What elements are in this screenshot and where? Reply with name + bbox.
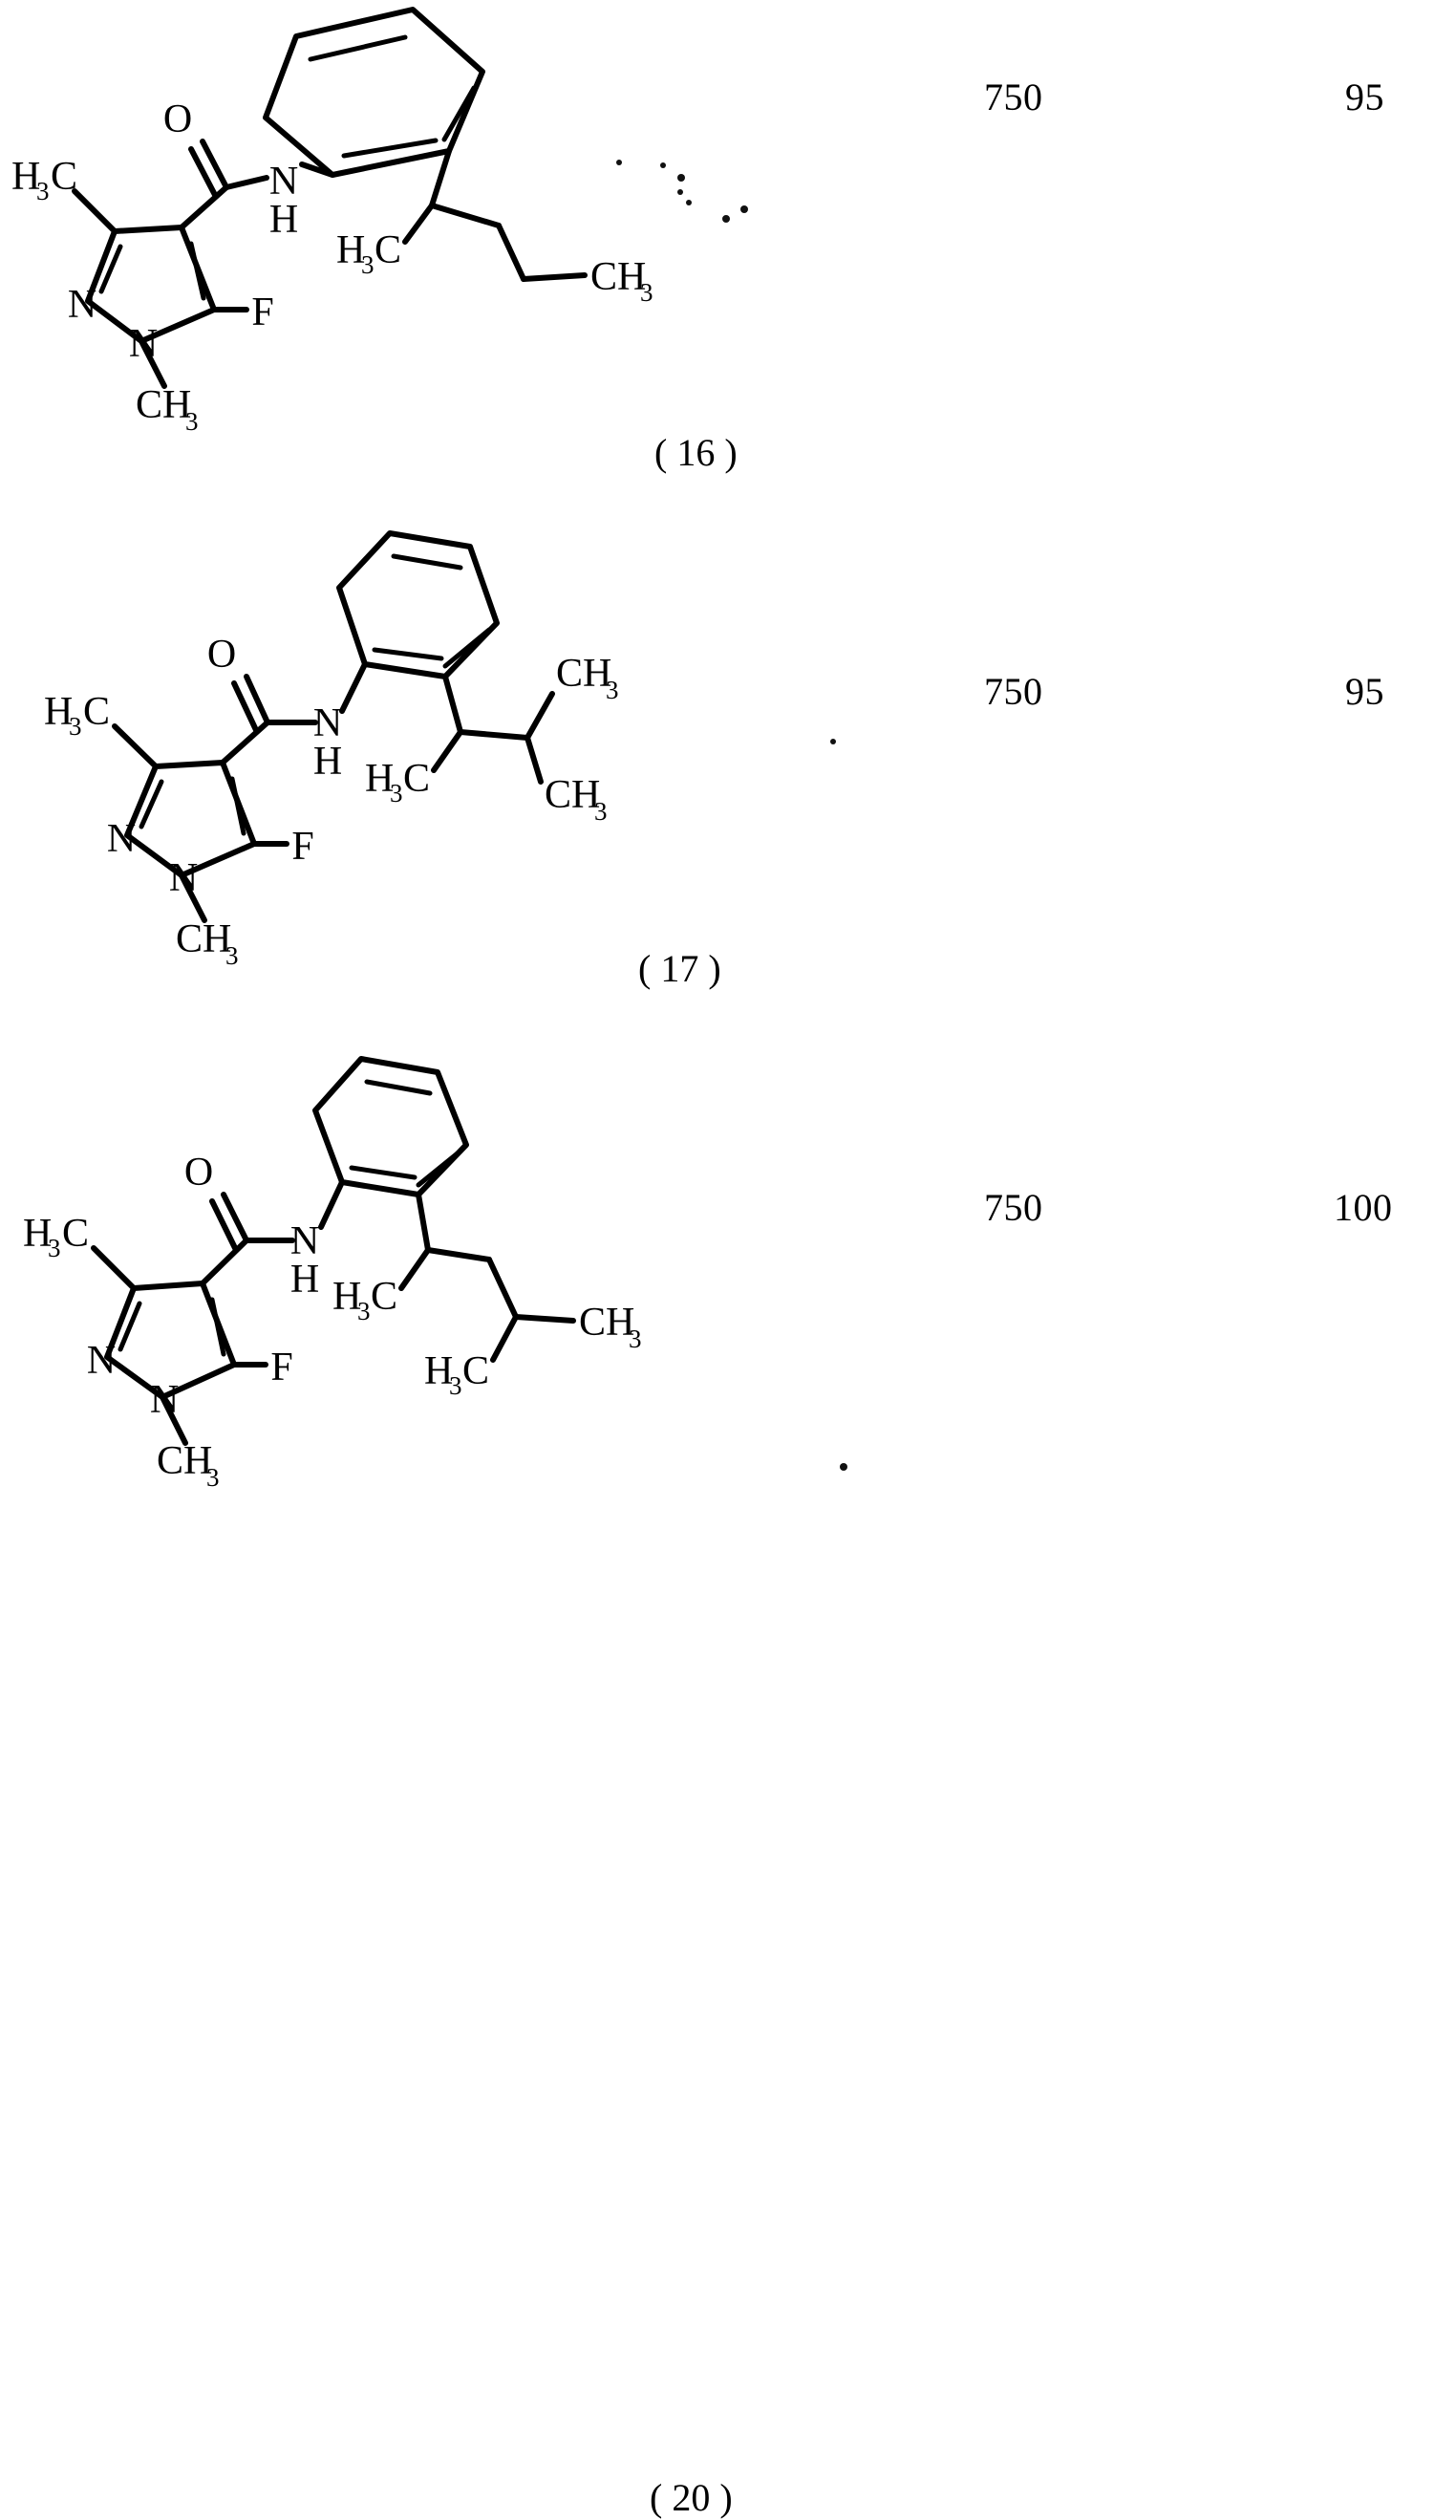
effect-value: 100	[1334, 1186, 1393, 1229]
compound-number-label: ( 16 )	[654, 431, 738, 474]
svg-text:3: 3	[606, 676, 619, 704]
label-pyrazole-c3-methyl: H 3 C	[23, 1212, 89, 1262]
svg-text:3: 3	[640, 278, 653, 307]
chemical-structure-cell: O N H H 3 C N N CH	[0, 0, 860, 497]
svg-text:3: 3	[225, 941, 239, 970]
label-amide-hydrogen: H	[313, 740, 342, 784]
svg-text:CH: CH	[590, 255, 646, 299]
label-carbonyl-oxygen: O	[207, 633, 236, 677]
label-pyrazole-n1: N	[129, 322, 158, 366]
svg-text:H: H	[11, 155, 40, 199]
svg-text:H: H	[424, 1349, 453, 1393]
scan-speck	[660, 162, 666, 168]
compound-number-label: ( 17 )	[638, 947, 721, 990]
scan-speck	[686, 200, 692, 205]
label-fluorine: F	[251, 291, 273, 334]
chemical-structure-cell: O N H H 3 C N N CH 3 F	[0, 497, 860, 1013]
svg-text:3: 3	[361, 250, 375, 279]
table-row: O N H H 3 C N N CH 3 F	[0, 497, 1456, 1013]
effect-value: 95	[1345, 75, 1384, 118]
label-chain-methyl-left: H 3 C	[365, 757, 430, 808]
svg-text:H: H	[332, 1275, 361, 1319]
svg-text:H: H	[23, 1212, 52, 1256]
svg-text:CH: CH	[556, 652, 611, 696]
label-carbonyl-oxygen: O	[163, 97, 192, 141]
label-pyrazole-n1-methyl: CH 3	[157, 1439, 220, 1492]
label-amide-hydrogen: H	[290, 1258, 319, 1302]
label-chain-methyl-upper: CH 3	[556, 652, 619, 704]
scan-speck	[740, 205, 748, 213]
label-chain-methyl-left: H 3 C	[332, 1275, 397, 1325]
compound-number-label: ( 20 )	[650, 2476, 733, 2519]
label-amide-hydrogen: H	[269, 198, 298, 242]
label-chain-methyl-right: CH 3	[579, 1301, 642, 1353]
svg-text:3: 3	[449, 1371, 462, 1400]
label-pyrazole-n2: N	[68, 283, 96, 327]
effect-value: 95	[1345, 670, 1384, 713]
label-chain-terminal-methyl: CH 3	[590, 255, 653, 307]
svg-text:3: 3	[594, 797, 608, 826]
label-fluorine: F	[270, 1346, 292, 1389]
label-pyrazole-n1-methyl: CH 3	[136, 383, 199, 436]
svg-text:CH: CH	[136, 383, 191, 427]
scan-speck	[840, 1463, 847, 1471]
svg-text:C: C	[51, 155, 77, 199]
svg-text:3: 3	[390, 779, 403, 808]
label-pyrazole-c3-methyl: H 3 C	[11, 155, 77, 205]
scan-speck	[677, 174, 685, 182]
label-chain-methyl-lower: CH 3	[545, 773, 608, 826]
label-pyrazole-n2: N	[107, 817, 136, 861]
svg-text:C: C	[83, 690, 110, 734]
svg-text:C: C	[375, 228, 401, 272]
structure-diagram-17: O N H H 3 C N N CH 3 F	[44, 530, 619, 970]
scan-speck	[616, 160, 622, 165]
svg-text:C: C	[462, 1349, 489, 1393]
structure-diagram-20: O N H H 3 C N N CH 3 F	[23, 1056, 642, 1492]
svg-text:3: 3	[36, 177, 50, 205]
svg-text:3: 3	[206, 1463, 220, 1492]
svg-text:C: C	[371, 1275, 397, 1319]
label-pyrazole-n1: N	[169, 856, 198, 900]
dose-value: 750	[984, 1186, 1043, 1229]
label-chain-methyl-bottom: H 3 C	[424, 1349, 489, 1400]
svg-text:3: 3	[48, 1234, 61, 1262]
svg-text:CH: CH	[545, 773, 600, 817]
svg-text:C: C	[403, 757, 430, 801]
table-row: O N H H 3 C N N CH 3 F	[0, 1013, 1456, 2519]
svg-text:CH: CH	[176, 917, 231, 961]
svg-text:CH: CH	[157, 1439, 212, 1483]
label-fluorine: F	[291, 825, 313, 869]
label-amide-nitrogen: N	[313, 701, 342, 745]
scan-speck	[722, 215, 730, 223]
table-row: O N H H 3 C N N CH	[0, 0, 1456, 497]
svg-text:H: H	[44, 690, 73, 734]
structure-diagram-16: O N H H 3 C N N CH	[11, 7, 653, 436]
svg-text:C: C	[62, 1212, 89, 1256]
dose-value: 750	[984, 75, 1043, 118]
scan-speck	[677, 189, 683, 195]
svg-text:H: H	[336, 228, 365, 272]
label-pyrazole-n1-methyl: CH 3	[176, 917, 239, 970]
label-pyrazole-c3-methyl: H 3 C	[44, 690, 110, 741]
svg-text:3: 3	[69, 712, 82, 741]
label-pyrazole-n2: N	[87, 1339, 116, 1383]
label-chain-methyl-left: H 3 C	[336, 228, 401, 279]
svg-text:3: 3	[629, 1325, 642, 1353]
svg-text:3: 3	[357, 1297, 371, 1325]
label-amide-nitrogen: N	[290, 1219, 319, 1263]
scan-speck	[830, 739, 836, 744]
svg-text:H: H	[365, 757, 394, 801]
label-amide-nitrogen: N	[269, 160, 298, 204]
svg-text:CH: CH	[579, 1301, 634, 1345]
label-pyrazole-n1: N	[150, 1378, 179, 1422]
dose-value: 750	[984, 670, 1043, 713]
label-carbonyl-oxygen: O	[184, 1151, 213, 1195]
chemical-structure-cell: O N H H 3 C N N CH 3 F	[0, 1013, 860, 1538]
svg-text:3: 3	[185, 407, 199, 436]
